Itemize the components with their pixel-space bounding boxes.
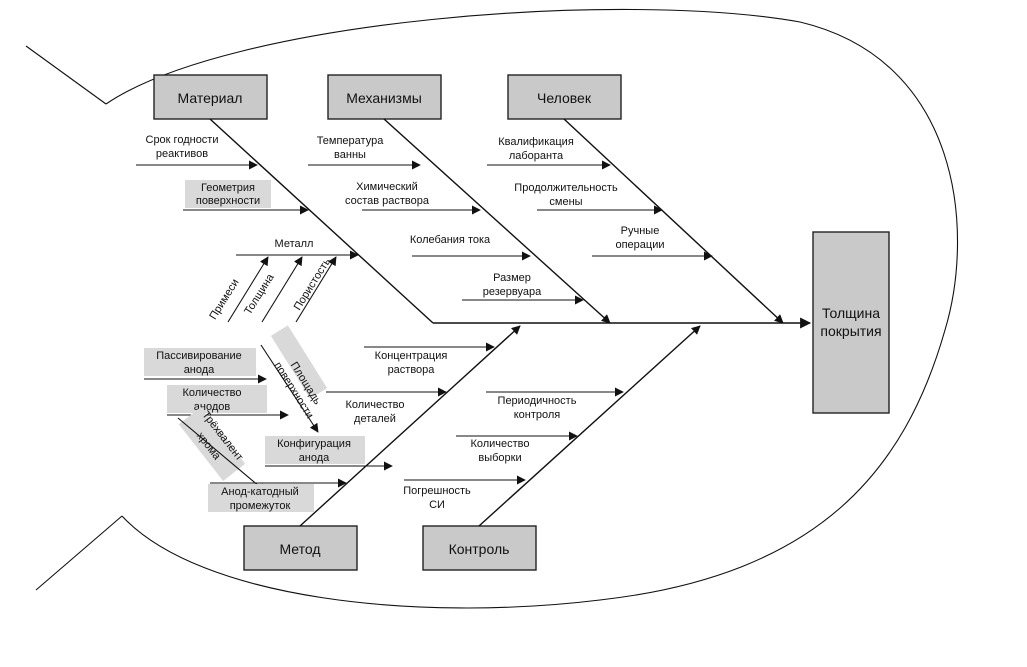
svg-text:Человек: Человек bbox=[537, 90, 592, 106]
cause-control-frequency: Периодичность bbox=[498, 395, 577, 407]
cause-anode-cathode-gap: Анод-катодный bbox=[221, 486, 299, 498]
cause-surface-geometry: поверхности bbox=[196, 195, 260, 207]
cause-sample-size: выборки bbox=[478, 452, 521, 464]
bone-mechanisms bbox=[383, 118, 611, 324]
cause-qualification: лаборанта bbox=[509, 150, 564, 162]
cause-anode-configuration: Конфигурация bbox=[277, 438, 351, 450]
sub-cause-impurities: Примеси bbox=[207, 277, 241, 322]
cause-tank-size: резервуара bbox=[483, 286, 542, 298]
effect-box: Толщина покрытия bbox=[812, 231, 890, 414]
cause-solution-concentration: раствора bbox=[388, 364, 436, 376]
cause-instrument-error: СИ bbox=[429, 499, 445, 511]
cause-arrow bbox=[260, 344, 319, 433]
cause-anode-count: Количество bbox=[182, 387, 241, 399]
category-material: Материал bbox=[153, 74, 268, 120]
cause-instrument-error: Погрешность bbox=[403, 485, 471, 497]
cause-anode-passivation: анода bbox=[184, 364, 215, 376]
label-highlight bbox=[144, 348, 256, 376]
cause-chemical-composition: состав раствора bbox=[345, 195, 430, 207]
label-highlight bbox=[208, 484, 314, 512]
svg-text:Материал: Материал bbox=[178, 90, 243, 106]
cause-control-frequency: контроля bbox=[514, 409, 561, 421]
cause-bath-temperature: Температура bbox=[317, 135, 385, 147]
effect-label-line2: покрытия bbox=[820, 323, 881, 339]
sub-cause-arrow bbox=[227, 256, 269, 323]
fish-tail bbox=[25, 45, 107, 105]
cause-manual-operations: Ручные bbox=[621, 225, 660, 237]
cause-anode-passivation: Пассивирование bbox=[156, 350, 242, 362]
cause-current-fluctuations: Колебания тока bbox=[410, 234, 491, 246]
bone-material bbox=[209, 118, 434, 324]
label-highlight bbox=[185, 180, 271, 208]
cause-anode-cathode-gap: промежуток bbox=[230, 500, 291, 512]
label-highlight bbox=[270, 325, 328, 399]
fish-body-outline bbox=[105, 8, 958, 609]
cause-sample-size: Количество bbox=[470, 438, 529, 450]
category-mechanisms: Механизмы bbox=[327, 74, 442, 120]
sub-cause-arrow bbox=[261, 256, 303, 323]
cause-parts-count: деталей bbox=[354, 413, 396, 425]
cause-anode-configuration: анода bbox=[299, 452, 330, 464]
cause-shelf-life: реактивов bbox=[156, 148, 208, 160]
bone-method bbox=[299, 325, 521, 527]
svg-text:Контроль: Контроль bbox=[449, 541, 510, 557]
category-method: Метод bbox=[243, 525, 358, 571]
cause-shift-duration: Продолжительность bbox=[514, 182, 618, 194]
cause-shift-duration: смены bbox=[549, 196, 582, 208]
cause-metal: Металл bbox=[275, 238, 314, 250]
cause-arrow bbox=[177, 417, 267, 493]
category-control: Контроль bbox=[422, 525, 537, 571]
cause-manual-operations: операции bbox=[615, 239, 664, 251]
svg-text:Метод: Метод bbox=[279, 541, 320, 557]
label-highlight bbox=[167, 385, 267, 413]
label-highlight bbox=[178, 407, 246, 481]
cause-tank-size: Размер bbox=[493, 272, 531, 284]
svg-text:Механизмы: Механизмы bbox=[346, 90, 422, 106]
bone-human bbox=[563, 118, 784, 324]
cause-parts-count: Количество bbox=[345, 399, 404, 411]
cause-qualification: Квалификация bbox=[498, 136, 574, 148]
sub-cause-arrow bbox=[295, 256, 337, 323]
cause-bath-temperature: ванны bbox=[334, 149, 366, 161]
effect-label-line1: Толщина bbox=[822, 305, 880, 321]
bone-control bbox=[478, 325, 701, 527]
category-human: Человек bbox=[507, 74, 622, 120]
cause-solution-concentration: Концентрация bbox=[375, 350, 448, 362]
label-highlight bbox=[265, 436, 365, 464]
sub-cause-thickness: Толщина bbox=[242, 271, 277, 317]
cause-surface-geometry: Геометрия bbox=[201, 182, 255, 194]
cause-shelf-life: Срок годности bbox=[146, 134, 219, 146]
fish-tail bbox=[35, 515, 123, 591]
cause-chemical-composition: Химический bbox=[356, 181, 418, 193]
